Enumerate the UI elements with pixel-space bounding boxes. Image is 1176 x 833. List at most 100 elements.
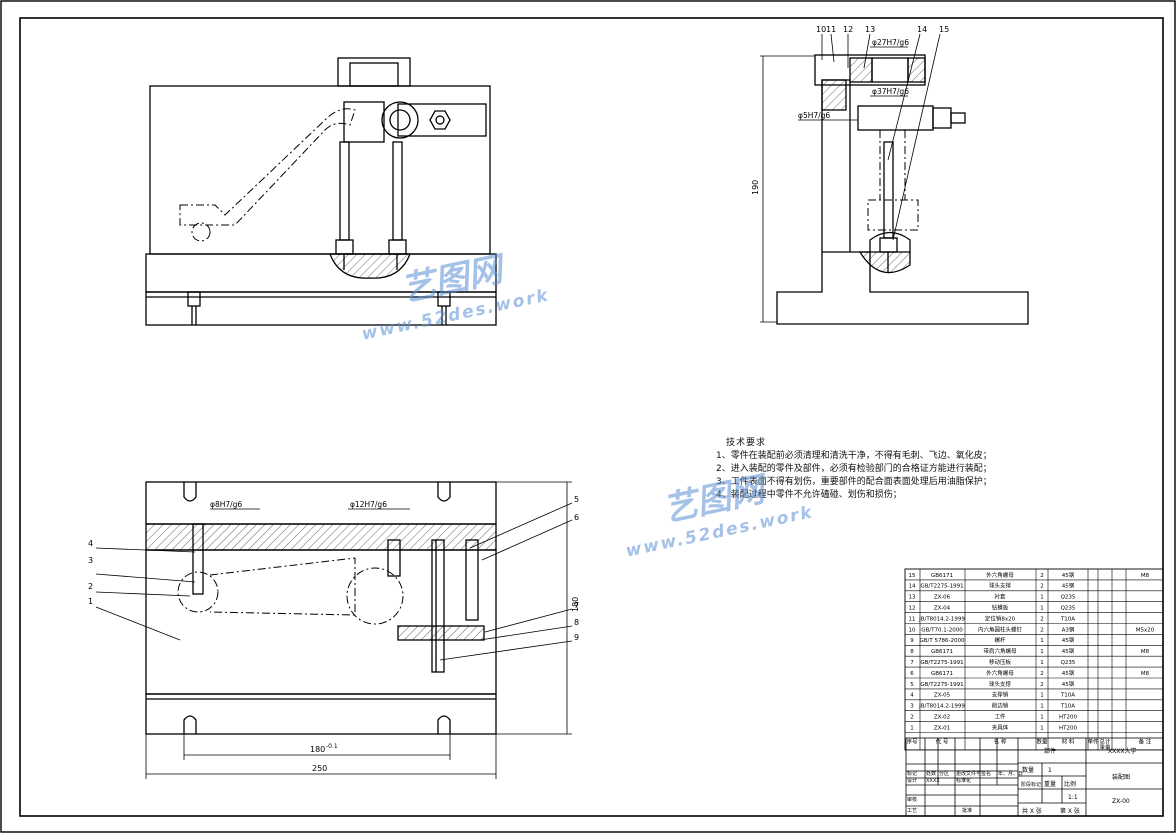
bom-note-15: M8	[1141, 573, 1150, 579]
bom-qty-15: 2	[1040, 573, 1044, 579]
bom-header-weight: 重量	[1099, 744, 1111, 752]
tb-row-label-5: 年、月、日	[998, 770, 1023, 777]
bom-no-10: 10	[909, 627, 916, 633]
bom-qty-11: 2	[1040, 616, 1044, 622]
bom-qty-8: 1	[1040, 649, 1044, 655]
bom-qty-13: 1	[1040, 595, 1044, 601]
bom-name-9: 螺杆	[994, 636, 1006, 644]
bom-no-5: 5	[910, 682, 914, 688]
bom-mat-5: 45钢	[1062, 680, 1075, 688]
title-block-text: 部件 XXXX大学 数量 1 装配图 阶段标记 重量 比例 1:1 ZX-00 …	[907, 747, 1136, 815]
fit-phi37: φ37H7/g6	[872, 87, 909, 96]
tb-approve: 批准	[962, 807, 972, 814]
technical-requirements: 技术要求 1、零件在装配前必须清理和清洗干净，不得有毛刺、飞边、氧化皮； 2、进…	[716, 437, 1096, 502]
inner-border	[19, 17, 1164, 817]
callout-front-4: 4	[88, 539, 93, 548]
bom-mat-12: Q235	[1061, 606, 1076, 612]
requirements-title: 技术要求	[726, 438, 767, 448]
bom-mat-8: 45钢	[1062, 647, 1075, 655]
tb-design: 设计	[907, 777, 917, 784]
bom-note-8: M8	[1141, 649, 1150, 655]
requirement-line-3: 3、工件表面不得有划伤，重要部件的配合面表面处理后用油脂保护；	[716, 477, 992, 487]
bom-name-4: 支撑销	[992, 691, 1009, 699]
tb-weight: 重量	[1044, 780, 1056, 788]
bom-no-12: 12	[909, 606, 916, 612]
bom-mat-2: HT200	[1059, 715, 1077, 721]
bom-no-11: 11	[909, 616, 916, 622]
bom-code-15: GB6171	[931, 573, 953, 579]
callout-front-8: 8	[574, 618, 579, 627]
requirement-line-1: 1、零件在装配前必须清理和清洗干净，不得有毛刺、飞边、氧化皮；	[716, 451, 992, 461]
tb-row-label-0: 标记	[907, 770, 917, 777]
bom-no-6: 6	[910, 671, 914, 677]
bom-qty-6: 2	[1040, 671, 1044, 677]
tb-row-label-1: 处数	[926, 770, 936, 777]
bom-code-10: GB/T70.1-2000	[921, 627, 963, 633]
bom-name-15: 外六角螺母	[986, 571, 1014, 579]
tb-qty-label: 数量	[1022, 766, 1034, 774]
bom-header-total: 总计	[1099, 738, 1111, 746]
bom-no-8: 8	[910, 649, 914, 655]
tb-school: XXXX大学	[1108, 747, 1136, 755]
callout-side-14: 14	[917, 25, 927, 34]
bom-mat-14: 45钢	[1062, 582, 1075, 590]
callout-front-3: 3	[88, 556, 93, 565]
bom-no-1: 1	[910, 725, 914, 731]
bom-code-8: GB6171	[931, 649, 953, 655]
tb-review: 审核	[907, 796, 917, 803]
tb-sheets: 共 X 张	[1022, 807, 1042, 815]
front-view	[145, 57, 497, 326]
bom-mat-3: T10A	[1060, 704, 1075, 710]
bom-qty-10: 2	[1040, 627, 1044, 633]
bom-mat-1: HT200	[1059, 725, 1077, 731]
callout-front-7: 7	[574, 601, 579, 610]
bom-qty-4: 1	[1040, 693, 1044, 699]
bom-mat-9: 45钢	[1062, 636, 1075, 644]
bom-name-2: 工件	[994, 713, 1006, 721]
callout-front-5: 5	[574, 495, 579, 504]
bom-code-4: ZX-05	[934, 693, 951, 699]
bom-name-12: 钻模板	[992, 604, 1009, 612]
bom-header-mat: 材 料	[1062, 738, 1075, 746]
bom-qty-3: 1	[1040, 704, 1044, 710]
bom-code-1: ZX-01	[934, 725, 950, 731]
requirement-line-2: 2、进入装配的零件及部件，必须有检验部门的合格证方能进行装配；	[716, 464, 992, 474]
bom-name-11: 定位销8x20	[985, 614, 1016, 622]
tb-row-label-3: 更改文件号	[956, 770, 981, 777]
tb-row-label-4: 签名	[981, 770, 991, 777]
bom-mat-4: T10A	[1060, 693, 1075, 699]
bom-header-name: 名 称	[994, 738, 1007, 746]
bom-name-13: 衬套	[994, 593, 1006, 601]
bom-qty-14: 2	[1040, 584, 1044, 590]
bom-no-14: 14	[909, 584, 916, 590]
tb-std: 标准化	[956, 777, 971, 784]
side-view	[776, 54, 1029, 325]
bom-header-note: 备 注	[1139, 738, 1152, 746]
bom-header-single: 单件	[1087, 738, 1099, 746]
tb-drawing-name: 装配图	[1112, 773, 1130, 781]
dimension-lines	[95, 33, 941, 779]
bom-name-6: 外六角螺母	[986, 669, 1014, 677]
bom-name-7: 移动压板	[989, 658, 1012, 666]
bom-code-2: ZX-02	[934, 715, 950, 721]
bom-name-14: 球头支撑	[989, 582, 1012, 590]
tb-part-label: 部件	[1044, 747, 1056, 755]
top-view	[145, 481, 497, 735]
dim-190: 190	[751, 180, 760, 195]
bom-code-12: ZX-04	[934, 606, 951, 612]
fit-phi8: φ8H7/g6	[210, 500, 242, 509]
bom-code-5: GB/T2275-1991	[920, 682, 963, 688]
dimension-texts: 190 180 -0.1 250 180 φ8H7/g6 φ12H7/g6 φ2…	[210, 38, 909, 773]
bom-mat-11: T10A	[1060, 616, 1075, 622]
bom-no-3: 3	[910, 704, 914, 710]
callout-side-11: 11	[826, 25, 836, 34]
dim-180-width: 180	[310, 745, 325, 754]
callout-side-13: 13	[865, 25, 875, 34]
title-block	[905, 737, 1164, 817]
bom-mat-13: Q235	[1061, 595, 1076, 601]
dim-tolerance: -0.1	[326, 743, 338, 750]
callout-front-2: 2	[88, 582, 93, 591]
bom-qty-5: 2	[1040, 682, 1044, 688]
